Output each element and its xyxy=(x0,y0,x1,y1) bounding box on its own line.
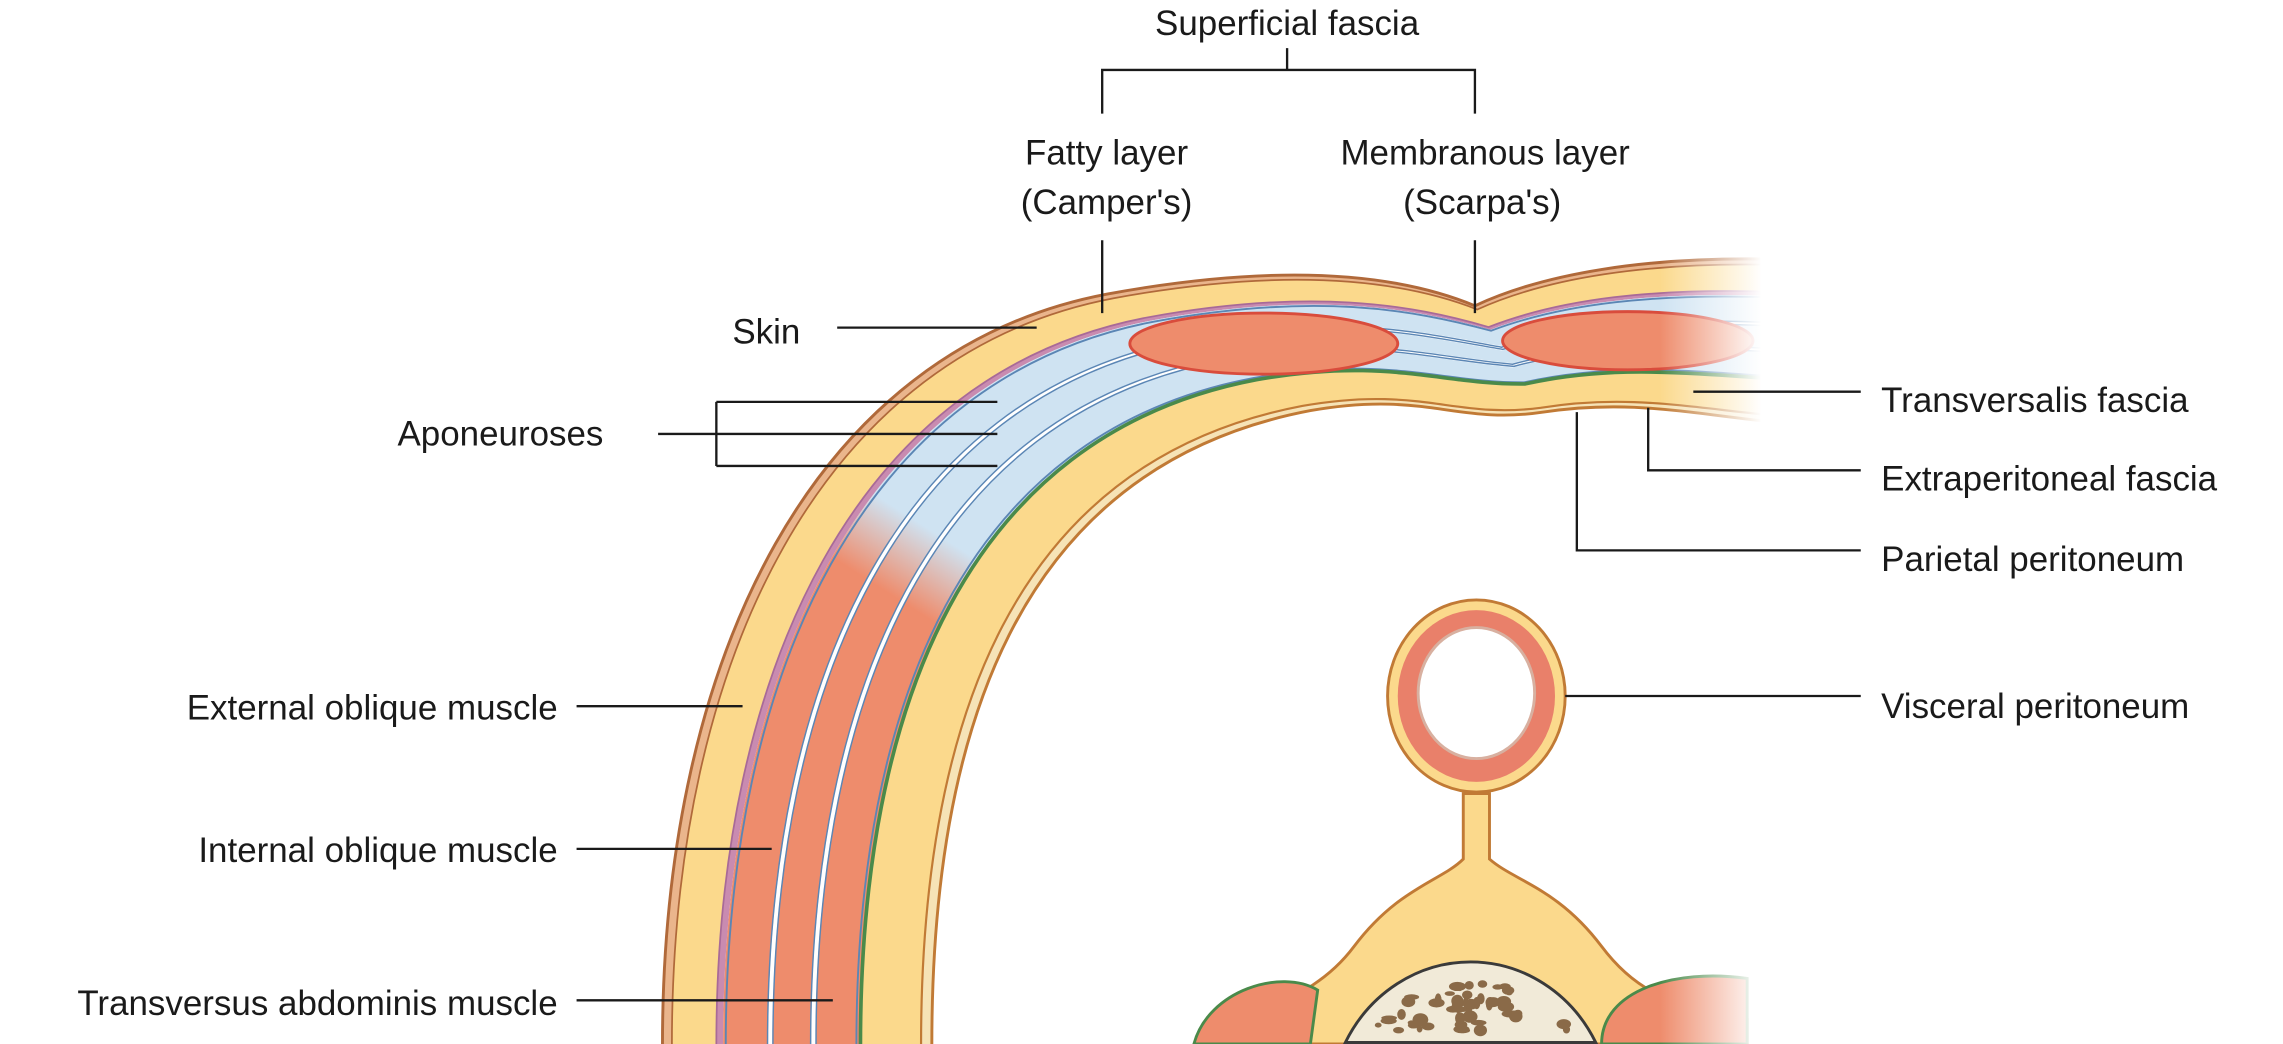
bone-pore xyxy=(1485,997,1493,1011)
label-superficial-fascia: Superficial fascia xyxy=(1155,4,1420,43)
bone-pore xyxy=(1456,1027,1471,1034)
viscera xyxy=(1192,598,1749,1044)
bone-pore xyxy=(1452,1006,1470,1013)
bone-pore xyxy=(1448,981,1467,992)
bone-pore xyxy=(1444,991,1455,996)
abdominal-wall xyxy=(661,257,1777,1044)
transversalis-fascia-line xyxy=(858,368,1777,1044)
bone-pore xyxy=(1404,994,1420,1000)
label-aponeuroses: Aponeuroses xyxy=(397,415,603,454)
peritoneum-outer-edge xyxy=(919,397,1777,1044)
rectus-left xyxy=(1128,311,1400,376)
label-skin: Skin xyxy=(732,313,800,352)
bowel-lumen xyxy=(1416,626,1537,761)
label-transversus-abdominis: Transversus abdominis muscle xyxy=(77,984,557,1023)
label-visceral-peritoneum: Visceral peritoneum xyxy=(1881,687,2189,726)
bone-pore xyxy=(1492,984,1503,990)
bone-pore xyxy=(1513,1009,1523,1018)
bone-pore xyxy=(1477,980,1488,988)
labels: Superficial fascia Fatty layer (Camper's… xyxy=(77,4,2217,1023)
label-fatty-layer: Fatty layer xyxy=(1025,134,1188,173)
bone-pore xyxy=(1374,1022,1382,1028)
label-scarpas: (Scarpa's) xyxy=(1403,183,1561,222)
bone-pore xyxy=(1412,1013,1429,1027)
bone-pore xyxy=(1428,998,1445,1008)
peritoneum-inner-edge xyxy=(930,402,1777,1044)
right-fade xyxy=(1659,218,1762,1044)
bone-pore xyxy=(1397,1009,1406,1020)
label-campers: (Camper's) xyxy=(1021,183,1193,222)
right-blank xyxy=(1760,218,2283,1044)
label-internal-oblique: Internal oblique muscle xyxy=(198,831,557,870)
label-parietal-peritoneum: Parietal peritoneum xyxy=(1881,540,2184,579)
trabecular-bone xyxy=(1374,980,1572,1037)
label-extraperitoneal-fascia: Extraperitoneal fascia xyxy=(1881,460,2218,499)
leader-lines xyxy=(576,48,1861,1002)
bone-pore xyxy=(1421,1022,1435,1031)
skin-inner-edge xyxy=(671,263,1777,1044)
bone-pore xyxy=(1556,1019,1572,1030)
label-membranous-layer: Membranous layer xyxy=(1340,134,1630,173)
bone-pore xyxy=(1451,994,1464,1008)
psoas-left xyxy=(1192,980,1320,1044)
bone-pore xyxy=(1461,990,1473,1000)
bone-pore xyxy=(1416,1025,1423,1033)
skin-outer-edge xyxy=(661,257,1777,1044)
membranous-edge xyxy=(715,290,1777,1044)
bone-pore xyxy=(1381,1015,1398,1021)
deep-fascia-line xyxy=(724,295,1777,1044)
bone-pore xyxy=(1393,1026,1405,1034)
bone-pore xyxy=(1496,996,1512,1008)
bone-pore xyxy=(1505,986,1514,996)
bone-pore xyxy=(1462,998,1480,1010)
bone-pore xyxy=(1407,1020,1416,1026)
bone-pore xyxy=(1462,1010,1478,1023)
bone-pore xyxy=(1473,1024,1488,1037)
bone-pore xyxy=(1464,981,1474,990)
label-transversalis-fascia: Transversalis fascia xyxy=(1881,381,2189,420)
label-external-oblique: External oblique muscle xyxy=(187,688,558,727)
bone-pore xyxy=(1455,1012,1465,1025)
